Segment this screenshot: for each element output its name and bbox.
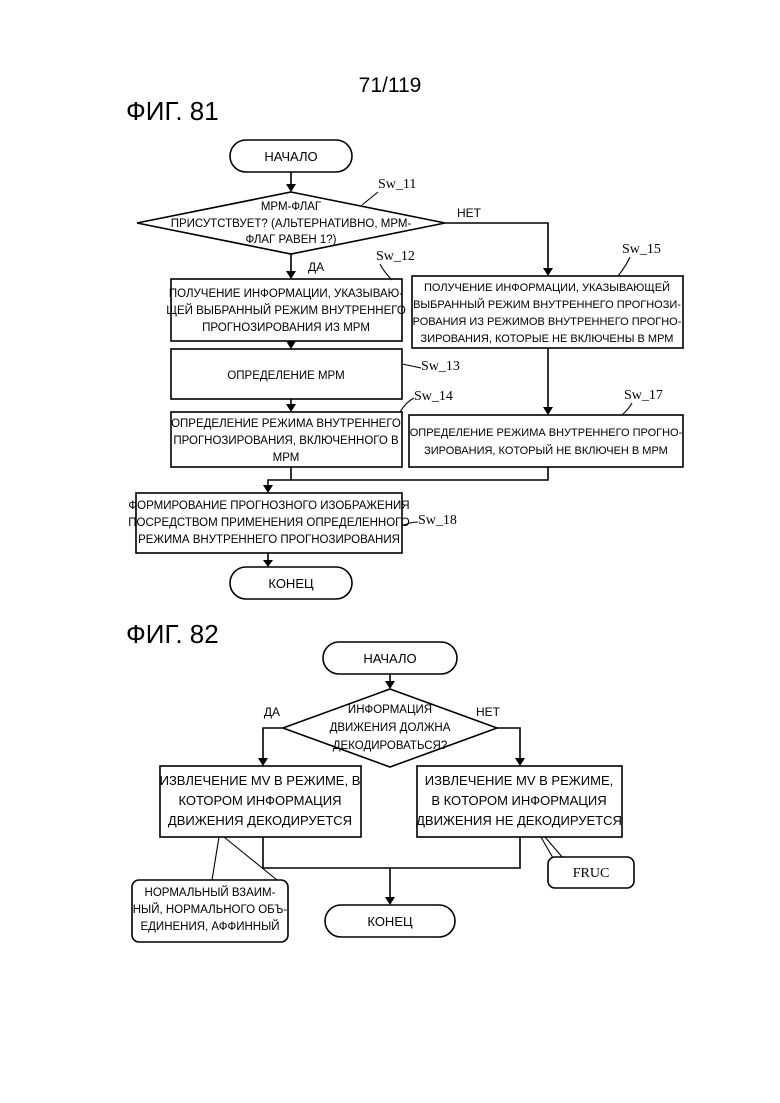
fig81-box-sw17-line2: ЗИРОВАНИЯ, КОТОРЫЙ НЕ ВКЛЮЧЕН В МРМ (424, 444, 668, 457)
fig81-box-sw18-line2: ПОСРЕДСТВОМ ПРИМЕНЕНИЯ ОПРЕДЕЛЕННОГО (128, 517, 409, 529)
fig81-box-sw17 (409, 415, 683, 467)
fig82-arrowhead (385, 897, 395, 905)
fig81-decision-line2: ПРИСУТСТВУЕТ? (АЛЬТЕРНАТИВНО, МРМ- (171, 218, 412, 230)
fig82-merge-line (263, 837, 520, 868)
fig82-flowchart: НАЧАЛО ИНФОРМАЦИЯ ДВИЖЕНИЯ ДОЛЖНА ДЕКОДИ… (132, 642, 634, 942)
fig81-box-sw12-line3: ПРОГНОЗИРОВАНИЯ ИЗ МРМ (202, 322, 370, 334)
fig82-start-label: НАЧАЛО (363, 651, 416, 666)
fig81-box-sw18-line3: РЕЖИМА ВНУТРЕННЕГО ПРОГНОЗИРОВАНИЯ (138, 534, 400, 546)
fig81-arrowhead (286, 404, 296, 412)
fig81-arrowhead (286, 341, 296, 349)
fig82-note-left-leader (212, 837, 219, 880)
fig82-end-label: КОНЕЦ (367, 914, 413, 929)
fig82-note-left-line1: НОРМАЛЬНЫЙ ВЗАИМ- (145, 886, 276, 899)
fig81-end-label: КОНЕЦ (268, 576, 314, 591)
fig82-arrowhead (258, 758, 268, 766)
fig82-note-left-line3: ЕДИНЕНИЯ, АФФИННЫЙ (140, 920, 279, 933)
fig81-step-sw12: Sw_12 (376, 249, 415, 264)
fig82-right-box-line2: В КОТОРОМ ИНФОРМАЦИЯ (431, 793, 606, 808)
fig82-right-box-line3: ДВИЖЕНИЯ НЕ ДЕКОДИРУЕТСЯ (416, 813, 622, 828)
fig81-step-sw13: Sw_13 (421, 359, 460, 374)
fig81-arrowhead (263, 560, 273, 567)
fig82-yes-label: ДА (264, 705, 280, 719)
fig81-box-sw18-line1: ФОРМИРОВАНИЕ ПРОГНОЗНОГО ИЗОБРАЖЕНИЯ (128, 500, 409, 512)
fig82-decision-line2: ДВИЖЕНИЯ ДОЛЖНА (330, 722, 451, 734)
fig81-no-label: НЕТ (457, 206, 482, 220)
fig81-yes-label: ДА (308, 260, 324, 274)
fig81-step-sw11: Sw_11 (378, 177, 416, 192)
fig81-arrowhead (543, 407, 553, 415)
fig81-leader-sw14 (400, 398, 414, 412)
fig81-box-sw15-line4: ЗИРОВАНИЯ, КОТОРЫЕ НЕ ВКЛЮЧЕНЫ В МРМ (421, 333, 674, 345)
fig81-box-sw13-label: ОПРЕДЕЛЕНИЕ МРМ (227, 370, 344, 382)
fig81-box-sw15-line2: ВЫБРАННЫЙ РЕЖИМ ВНУТРЕННЕГО ПРОГНОЗИ- (413, 298, 681, 311)
fig81-arrowhead (286, 184, 296, 192)
page-number: 71/119 (359, 74, 422, 97)
fig81-start-label: НАЧАЛО (264, 149, 317, 164)
fig81-box-sw14-line3: МРМ (273, 452, 300, 464)
fig81-leader-sw12 (380, 264, 392, 280)
fig82-note-left-line2: НЫЙ, НОРМАЛЬНОГО ОБЪ- (133, 903, 288, 916)
fig82-arrow-yes (263, 728, 283, 758)
fig81-decision-line1: МРМ-ФЛАГ (261, 201, 322, 213)
fig81-leader-sw15 (618, 257, 630, 276)
fig81-box-sw14-line1: ОПРЕДЕЛЕНИЕ РЕЖИМА ВНУТРЕННЕГО (171, 418, 401, 430)
fig81-flowchart: НАЧАЛО МРМ-ФЛАГ ПРИСУТСТВУЕТ? (АЛЬТЕРНАТ… (128, 140, 683, 599)
fig81-arrowhead (286, 271, 296, 279)
fig81-box-sw12-line2: ЩЕЙ ВЫБРАННЫЙ РЕЖИМ ВНУТРЕННЕГО (166, 304, 406, 317)
fig81-box-sw15-line1: ПОЛУЧЕНИЕ ИНФОРМАЦИИ, УКАЗЫВАЮЩЕЙ (424, 281, 670, 294)
fig81-step-sw15: Sw_15 (622, 242, 661, 257)
fig82-no-label: НЕТ (476, 705, 501, 719)
fig82-right-box-line1: ИЗВЛЕЧЕНИЕ MV В РЕЖИМЕ, (425, 773, 613, 788)
fig82-left-box-line3: ДВИЖЕНИЯ ДЕКОДИРУЕТСЯ (168, 813, 352, 828)
fig82-note-right-label: FRUC (573, 866, 610, 881)
fig81-box-sw17-line1: ОПРЕДЕЛЕНИЕ РЕЖИМА ВНУТРЕННЕГО ПРОГНО- (410, 427, 683, 439)
fig82-note-right-leader (545, 837, 563, 858)
fig81-box-sw12-line1: ПОЛУЧЕНИЕ ИНФОРМАЦИИ, УКАЗЫВАЮ- (169, 288, 403, 300)
fig81-arrowhead (263, 485, 273, 493)
fig82-left-box-line1: ИЗВЛЕЧЕНИЕ MV В РЕЖИМЕ, В (160, 773, 361, 788)
fig81-title: ФИГ. 81 (126, 96, 219, 126)
fig82-decision-line1: ИНФОРМАЦИЯ (348, 704, 432, 716)
fig81-step-sw14: Sw_14 (414, 389, 453, 404)
fig81-leader-sw17 (622, 403, 632, 415)
fig81-box-sw15-line3: РОВАНИЯ ИЗ РЕЖИМОВ ВНУТРЕННЕГО ПРОГНО- (413, 316, 682, 328)
fig82-arrowhead (515, 758, 525, 766)
fig81-step-sw18: Sw_18 (418, 513, 457, 528)
fig81-box-sw14-line2: ПРОГНОЗИРОВАНИЯ, ВКЛЮЧЕННОГО В (173, 435, 399, 447)
fig81-merge-line (268, 467, 548, 485)
fig81-leader-sw13 (402, 364, 421, 368)
fig81-arrow-no (445, 223, 548, 268)
fig81-step-sw17: Sw_17 (624, 388, 663, 403)
fig81-arrowhead (543, 268, 553, 276)
fig81-decision-line3: ФЛАГ РАВЕН 1?) (245, 234, 336, 246)
fig81-leader-sw11 (362, 192, 378, 205)
fig82-title: ФИГ. 82 (126, 619, 219, 649)
fig82-arrow-no (497, 728, 520, 758)
fig82-note-left-leader (224, 837, 277, 880)
fig82-left-box-line2: КОТОРОМ ИНФОРМАЦИЯ (178, 793, 341, 808)
fig82-arrowhead (385, 681, 395, 689)
fig82-decision-line3: ДЕКОДИРОВАТЬСЯ? (333, 740, 448, 752)
